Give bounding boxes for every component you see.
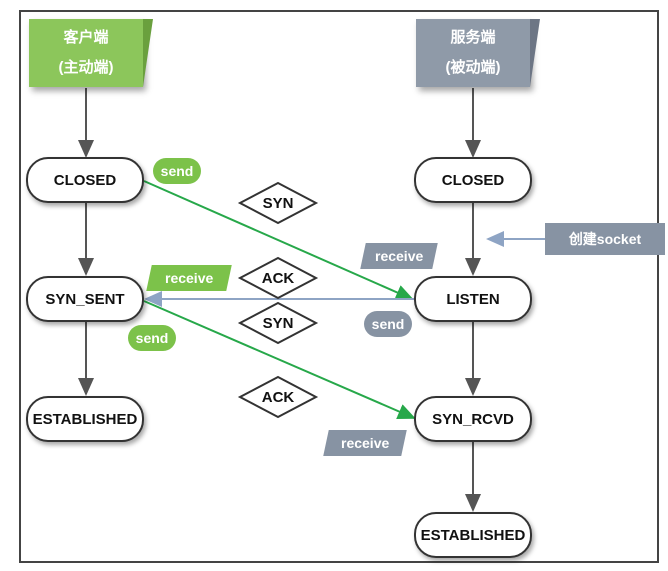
syn-line bbox=[143, 180, 414, 300]
send-tag-1: send bbox=[153, 158, 201, 184]
client-state-established: ESTABLISHED bbox=[26, 396, 144, 442]
ack-label-2: ACK bbox=[261, 389, 295, 406]
syn-diamond bbox=[237, 181, 319, 225]
receive-tag-server-1: receive bbox=[360, 243, 438, 269]
server-state-listen: LISTEN bbox=[414, 276, 532, 322]
server-header-subtitle: (被动端) bbox=[445, 59, 501, 76]
receive-tag-server-2: receive bbox=[323, 430, 407, 456]
syn-label-2: SYN bbox=[262, 315, 294, 332]
ack-diamond-2 bbox=[237, 375, 319, 419]
syn-diamond-2 bbox=[237, 301, 319, 345]
client-header: 客户端 (主动端) bbox=[29, 19, 153, 87]
syn-label: SYN bbox=[262, 195, 294, 212]
server-state-closed: CLOSED bbox=[414, 157, 532, 203]
client-state-closed: CLOSED bbox=[26, 157, 144, 203]
server-header: 服务端 (被动端) bbox=[416, 19, 540, 87]
receive-tag-client: receive bbox=[146, 265, 232, 291]
ack-label-1: ACK bbox=[261, 270, 295, 287]
client-state-syn-sent: SYN_SENT bbox=[26, 276, 144, 322]
client-header-title: 客户端 bbox=[63, 29, 109, 46]
ack-line bbox=[143, 300, 416, 419]
server-header-title: 服务端 bbox=[450, 29, 496, 46]
server-state-established: ESTABLISHED bbox=[414, 512, 532, 558]
ack-diamond-1 bbox=[237, 256, 319, 300]
send-tag-2: send bbox=[128, 325, 176, 351]
server-state-syn-rcvd: SYN_RCVD bbox=[414, 396, 532, 442]
create-socket-tag: 创建socket bbox=[545, 223, 665, 255]
client-header-subtitle: (主动端) bbox=[58, 59, 114, 76]
send-tag-server: send bbox=[364, 311, 412, 337]
